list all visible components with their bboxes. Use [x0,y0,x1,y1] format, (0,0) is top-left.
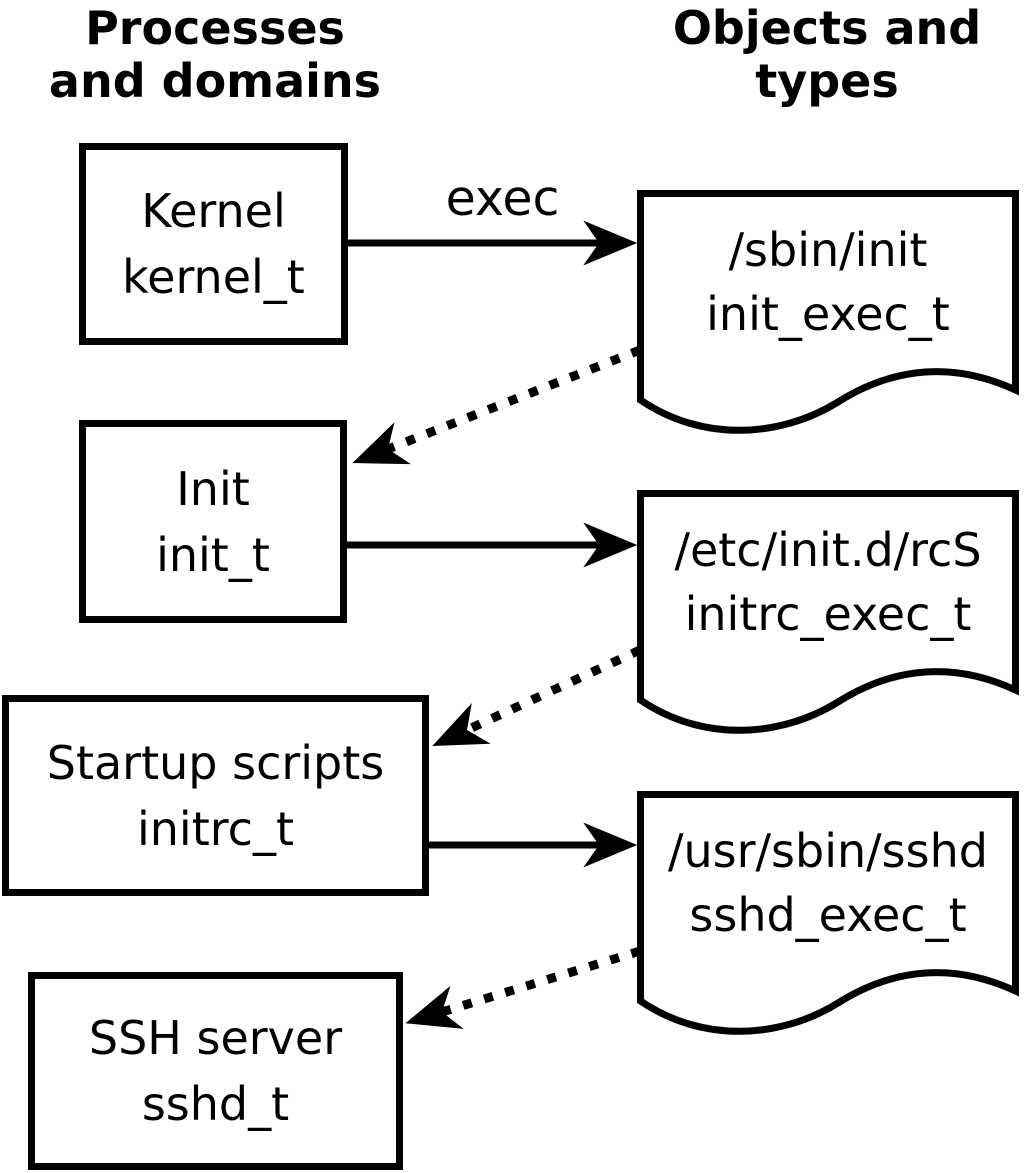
transition-arrow-sshd-exec-to-sshd [405,946,642,1029]
column-header-processes: Processes and domains [24,2,406,108]
transition-arrow-init-exec-to-init [352,345,642,465]
column-header-processes-line1: Processes [85,1,345,55]
column-header-processes-line2: and domains [48,54,382,108]
transition-arrow-initrc-exec-to-initrc [432,645,642,747]
process-name: Init [176,461,250,516]
process-box-kernel: Kernel kernel_t [79,143,348,345]
column-header-objects-line2: types [755,54,899,108]
exec-edge-label: exec [445,170,560,227]
document-shape-init-exec [637,190,1019,434]
process-domain: initrc_t [137,801,294,856]
process-domain: sshd_t [141,1077,290,1131]
process-box-init: Init init_t [79,420,347,623]
process-name: SSH server [88,1011,343,1065]
column-header-objects: Objects and types [636,2,1018,108]
process-domain: kernel_t [122,250,305,304]
process-name: Startup scripts [46,735,385,790]
document-shape-sshd-exec [637,791,1019,1035]
process-domain: init_t [156,527,270,582]
process-name: Kernel [141,184,286,238]
process-box-ssh-server: SSH server sshd_t [28,972,403,1170]
column-header-objects-line1: Objects and [672,1,982,55]
process-box-startup-scripts: Startup scripts initrc_t [2,695,429,896]
document-shape-initrc-exec [637,490,1019,734]
